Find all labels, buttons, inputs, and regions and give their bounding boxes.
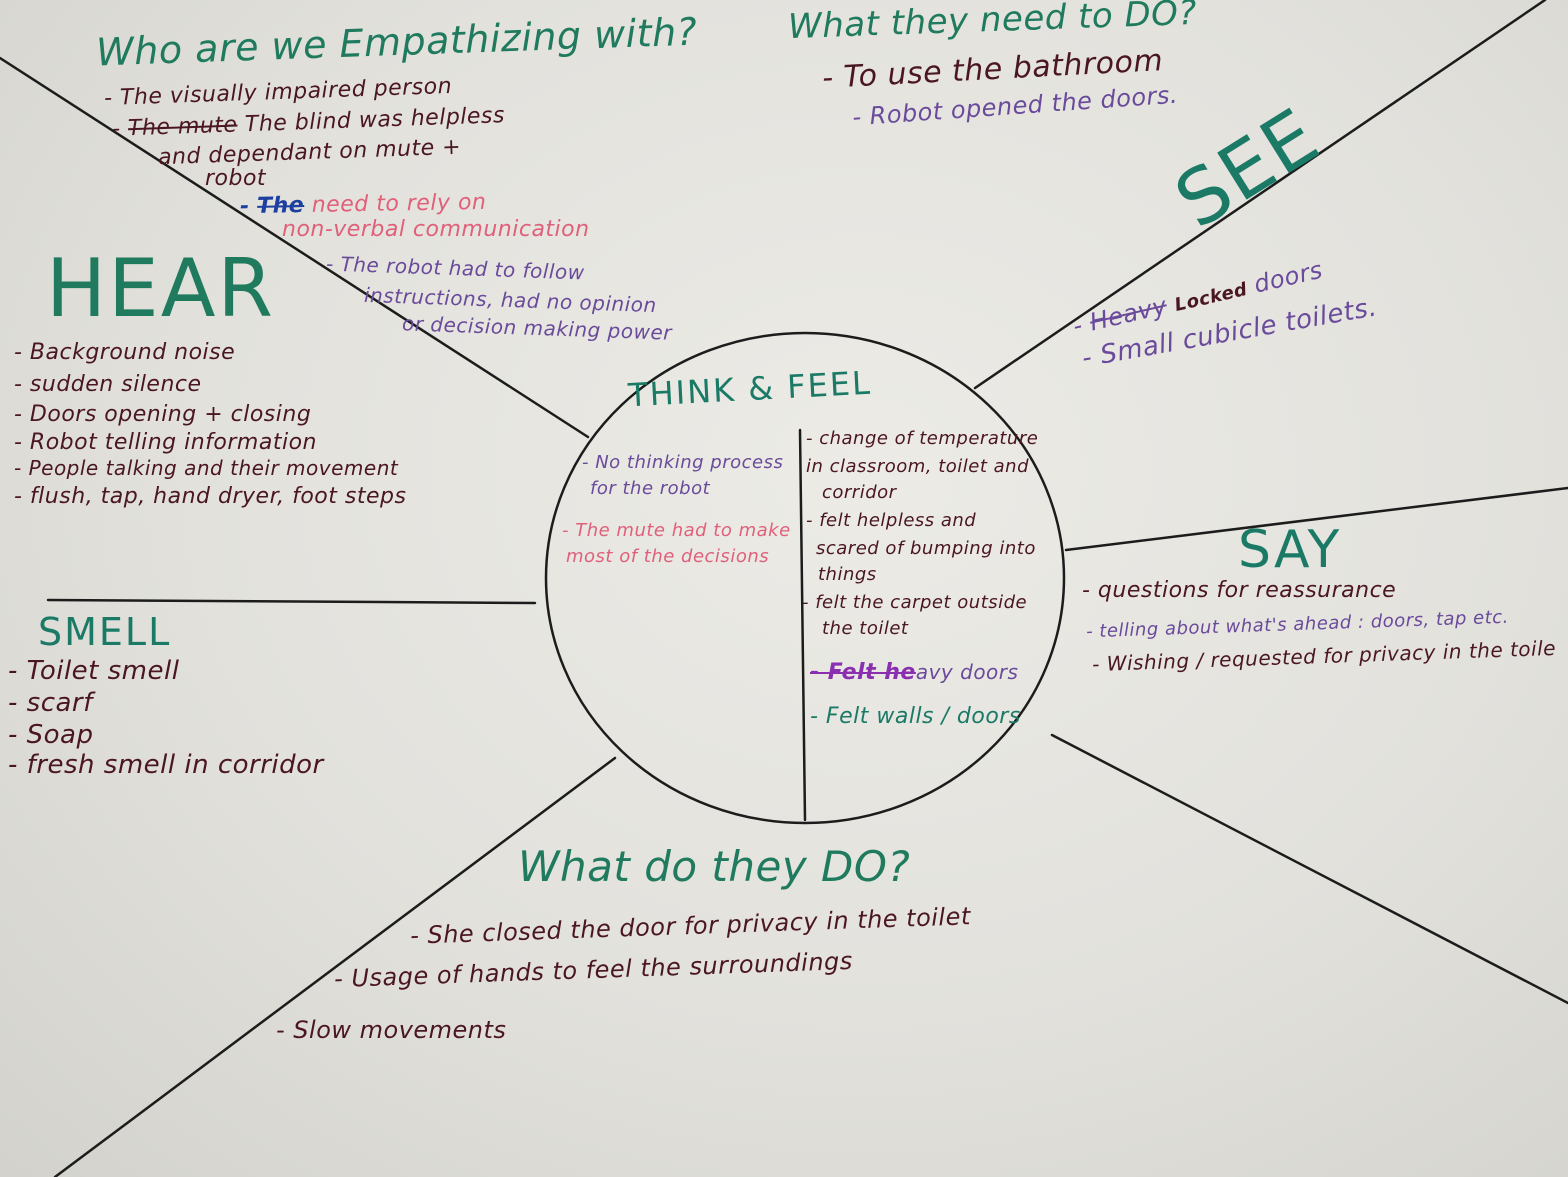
think-left-2: for the robot [590, 478, 711, 499]
think-right-7: - felt the carpet outside [802, 592, 1028, 613]
who-line-2-struck: The mute [127, 112, 238, 142]
think-left-3: - The mute had to make [562, 520, 791, 541]
think-right-6: things [818, 564, 877, 585]
divider-top-right [973, 0, 1547, 390]
hear-item-2: - sudden silence [14, 372, 202, 397]
hear-item-1: - Background noise [14, 340, 236, 365]
who-line-5-prefix: - [239, 193, 250, 220]
smell-item-2: - scarf [8, 688, 93, 718]
think-right-9-struck: - Felt he [810, 660, 916, 685]
who-line-2-prefix: - [111, 116, 122, 142]
who-line-5: - The need to rely on [240, 190, 487, 219]
hear-item-6: - flush, tap, hand dryer, foot steps [14, 484, 407, 509]
smell-title: SMELL [38, 610, 172, 654]
think-left-1: - No thinking process [582, 452, 784, 473]
think-right-10: - Felt walls / doors [810, 704, 1021, 729]
who-line-5-rest: need to rely on [311, 189, 487, 218]
think-right-4: - felt helpless and [806, 510, 977, 531]
hear-item-3: - Doors opening + closing [14, 402, 312, 427]
smell-item-3: - Soap [8, 720, 94, 750]
say-item-1: - questions for reassurance [1082, 578, 1397, 603]
who-line-4: robot [205, 166, 267, 191]
smell-item-1: - Toilet smell [8, 656, 180, 686]
hear-title: HEAR [46, 242, 276, 335]
think-right-1: - change of temperature [806, 428, 1039, 449]
think-right-3: corridor [822, 482, 897, 503]
center-divider [798, 428, 807, 822]
do-title: What do they DO? [518, 842, 911, 891]
divider-top-left [0, 56, 590, 439]
say-title: SAY [1238, 520, 1342, 580]
think-right-8: the toilet [822, 618, 909, 639]
divider-bottom-right [1050, 733, 1568, 1005]
think-left-4: most of the decisions [566, 546, 770, 567]
hear-item-5: - People talking and their movement [14, 456, 399, 480]
divider-left [46, 598, 537, 605]
do-item-3: - Slow movements [276, 1016, 507, 1044]
think-right-9-rest: avy doors [915, 660, 1019, 684]
who-line-5-struck: The [256, 193, 305, 219]
think-right-5: scared of bumping into [816, 538, 1036, 559]
center-circle [544, 331, 1066, 825]
smell-item-4: - fresh smell in corridor [8, 750, 324, 780]
think-right-2: in classroom, toilet and [806, 456, 1030, 477]
think-right-9: - Felt heavy doors [810, 660, 1018, 685]
who-line-6: non-verbal communication [282, 217, 590, 242]
divider-bottom-left [53, 756, 617, 1177]
divider-right [1064, 486, 1568, 552]
hear-item-4: - Robot telling information [14, 430, 317, 455]
